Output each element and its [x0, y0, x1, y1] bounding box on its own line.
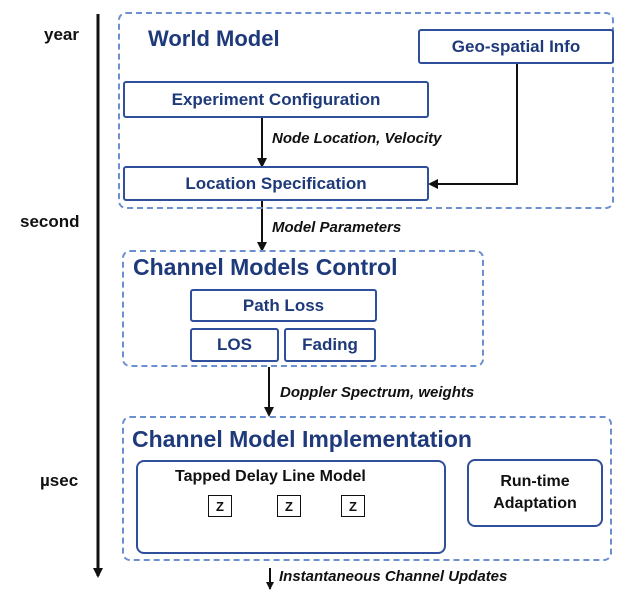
doppler-label: Doppler Spectrum, weights	[280, 384, 475, 401]
experiment-configuration-box: Experiment Configuration	[123, 81, 429, 118]
runtime-adaptation-line2: Adaptation	[493, 495, 577, 512]
model-parameters-label: Model Parameters	[272, 219, 402, 236]
channel-model-implementation-title: Channel Model Implementation	[132, 426, 472, 452]
geo-spatial-info-box: Geo-spatial Info	[418, 29, 614, 64]
location-specification-box: Location Specification	[123, 166, 429, 201]
channel-model-implementation-group	[122, 416, 612, 561]
world-model-group	[118, 12, 614, 209]
fading-box: Fading	[284, 328, 376, 362]
delay-element-3: Z	[341, 495, 365, 517]
time-label-usec: µsec	[40, 471, 79, 490]
time-label-year: year	[44, 25, 79, 44]
delay-element-1: Z	[208, 495, 232, 517]
node-arrow-label: Node Location, Velocity	[272, 130, 442, 147]
delay-element-2: Z	[277, 495, 301, 517]
geo-arrow	[428, 64, 518, 189]
channel-models-control-title: Channel Models Control	[133, 254, 398, 280]
runtime-adaptation-box: Run-time Adaptation	[467, 459, 603, 527]
runtime-adaptation-line1: Run-time	[500, 473, 570, 491]
tapped-delay-line-title: Tapped Delay Line Model	[175, 468, 366, 485]
channel-models-control-group	[122, 250, 484, 367]
instantaneous-channel-updates-label: Instantaneous Channel Updates	[279, 568, 508, 585]
world-model-title: World Model	[148, 26, 280, 51]
time-label-second: second	[20, 212, 80, 231]
los-box: LOS	[190, 328, 279, 362]
path-loss-box: Path Loss	[190, 289, 377, 322]
